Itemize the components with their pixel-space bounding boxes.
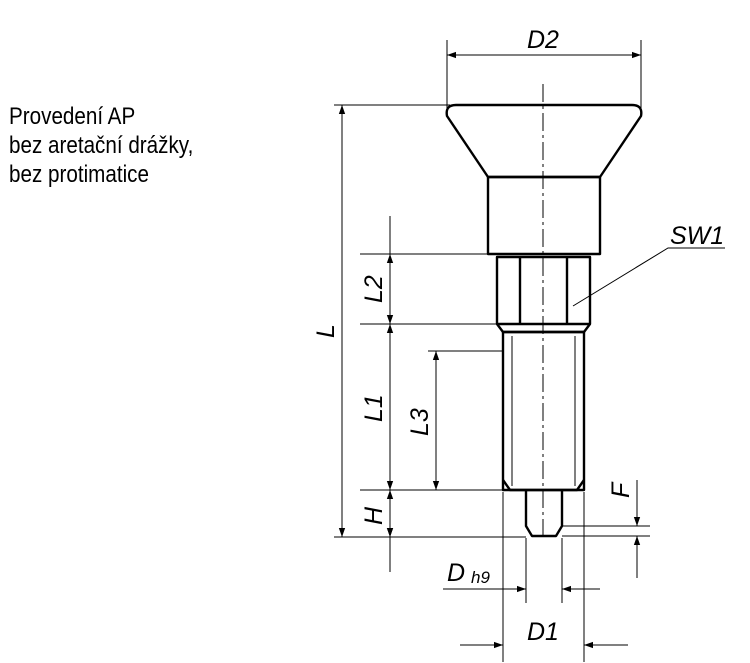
label-d-tolerance: h9 [471,568,490,587]
plunger-pin [524,490,564,538]
label-l2: L2 [360,275,388,303]
drawing-caption: Provedení AP bez aretační drážky, bez pr… [9,102,193,189]
knob-head [445,103,643,179]
label-h: H [360,506,388,525]
label-f: F [607,481,635,498]
dimension-lines [338,51,725,649]
caption-line-groove: bez aretační drážky, [9,132,194,159]
label-l3: L3 [406,408,434,436]
label-d: D [447,559,465,587]
label-sw1: SW1 [670,222,724,250]
label-l1: L1 [360,394,388,422]
knob-neck [486,175,602,256]
label-l: L [312,324,340,338]
sw1-leader [572,247,725,307]
label-d1: D1 [527,618,559,646]
label-d2: D2 [527,26,559,54]
caption-line-locknut: bez protimatice [9,161,149,188]
extension-lines [334,40,650,662]
caption-line-variant: Provedení AP [9,103,136,130]
part-outline [445,103,643,538]
